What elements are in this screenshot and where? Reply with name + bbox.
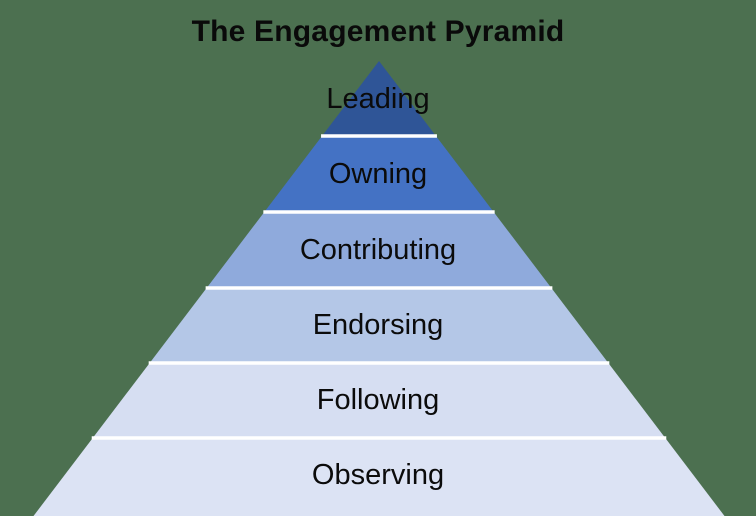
tier-label-contributing: Contributing <box>299 234 457 266</box>
tier-label-following: Following <box>316 384 440 416</box>
tier-shape-observing[interactable] <box>33 438 725 516</box>
tier-label-observing: Observing <box>311 459 445 491</box>
tier-shape-following[interactable] <box>92 363 666 438</box>
tier-shape-owning[interactable] <box>264 136 494 212</box>
tier-label-leading: Leading <box>326 83 430 115</box>
page-title: The Engagement Pyramid <box>191 15 565 48</box>
pyramid-tiers <box>33 61 725 516</box>
tier-label-endorsing: Endorsing <box>312 309 444 341</box>
tier-shape-leading[interactable] <box>322 61 436 136</box>
pyramid-tier-separators <box>91 134 667 440</box>
tier-label-owning: Owning <box>328 158 428 190</box>
tier-shape-endorsing[interactable] <box>149 288 609 363</box>
tier-shape-contributing[interactable] <box>206 212 552 288</box>
